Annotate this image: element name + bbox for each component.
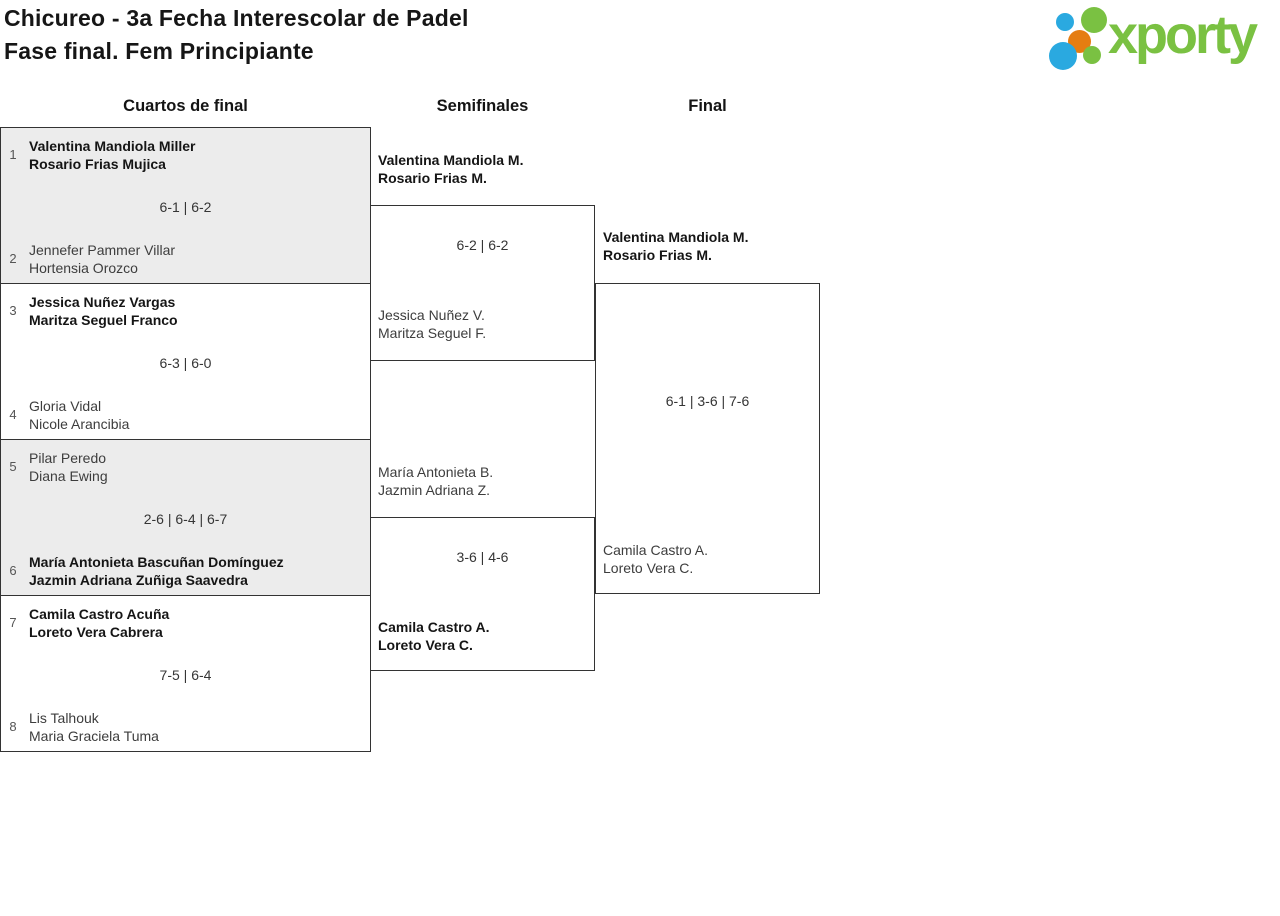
player-name: Rosario Frias Mujica bbox=[29, 156, 166, 172]
match-score: 2-6 | 6-4 | 6-7 bbox=[143, 511, 228, 527]
team-qf2-bottom[interactable]: Gloria Vidal Nicole Arancibia bbox=[29, 397, 129, 433]
seed-number: 2 bbox=[9, 251, 17, 266]
player-name: Jazmin Adriana Zuñiga Saavedra bbox=[29, 572, 248, 588]
player-name: Maritza Seguel F. bbox=[378, 325, 487, 341]
player-name: Diana Ewing bbox=[29, 468, 108, 484]
player-name: María Antonieta B. bbox=[378, 464, 494, 480]
xporty-logo[interactable]: xporty bbox=[1046, 4, 1278, 78]
team-final-bottom[interactable]: Camila Castro A. Loreto Vera C. bbox=[603, 541, 708, 577]
page-title-line2: Fase final. Fem Principiante bbox=[4, 38, 314, 64]
player-name: Pilar Peredo bbox=[29, 450, 107, 466]
player-name: Rosario Frias M. bbox=[378, 170, 487, 186]
logo-wordmark: xporty bbox=[1108, 5, 1258, 65]
match-quarterfinal-4: 7 Camila Castro Acuña Loreto Vera Cabrer… bbox=[0, 595, 371, 752]
player-name: Rosario Frias M. bbox=[603, 247, 712, 263]
round-header-quarterfinals: Cuartos de final bbox=[123, 97, 248, 115]
match-quarterfinal-1: 1 Valentina Mandiola Miller Rosario Fria… bbox=[0, 127, 371, 284]
seed-number: 3 bbox=[9, 303, 17, 318]
player-name: Jazmin Adriana Z. bbox=[378, 482, 491, 498]
team-qf2-top[interactable]: Jessica Nuñez Vargas Maritza Seguel Fran… bbox=[29, 293, 178, 329]
seed-number: 1 bbox=[9, 147, 17, 162]
team-qf3-top[interactable]: Pilar Peredo Diana Ewing bbox=[29, 449, 108, 485]
player-name: Camila Castro A. bbox=[378, 619, 490, 635]
player-name: Nicole Arancibia bbox=[29, 416, 130, 432]
team-sf1-bottom[interactable]: Jessica Nuñez V. Maritza Seguel F. bbox=[378, 306, 486, 342]
player-name: Valentina Mandiola Miller bbox=[29, 138, 196, 154]
logo-dot-icon bbox=[1083, 46, 1101, 64]
seed-number: 6 bbox=[9, 563, 17, 578]
match-score: 6-3 | 6-0 bbox=[159, 355, 212, 371]
match-score: 3-6 | 4-6 bbox=[456, 549, 509, 565]
round-header-semifinals: Semifinales bbox=[436, 97, 529, 115]
seed-number: 7 bbox=[9, 615, 17, 630]
seed-number: 4 bbox=[9, 407, 17, 422]
round-header-final: Final bbox=[688, 97, 727, 115]
team-qf1-top[interactable]: Valentina Mandiola Miller Rosario Frias … bbox=[29, 137, 195, 173]
player-name: Loreto Vera C. bbox=[378, 637, 473, 653]
player-name: Hortensia Orozco bbox=[29, 260, 138, 276]
player-name: Camila Castro Acuña bbox=[29, 606, 170, 622]
player-name: Jennefer Pammer Villar bbox=[29, 242, 176, 258]
logo-dot-icon bbox=[1056, 13, 1074, 31]
player-name: Maritza Seguel Franco bbox=[29, 312, 178, 328]
page-title-line1: Chicureo - 3a Fecha Interescolar de Pade… bbox=[4, 5, 469, 31]
match-quarterfinal-2: 3 Jessica Nuñez Vargas Maritza Seguel Fr… bbox=[0, 283, 371, 440]
player-name: Gloria Vidal bbox=[29, 398, 102, 414]
match-quarterfinal-3: 5 Pilar Peredo Diana Ewing 2-6 | 6-4 | 6… bbox=[0, 439, 371, 596]
match-score: 6-1 | 3-6 | 7-6 bbox=[665, 393, 750, 409]
player-name: María Antonieta Bascuñan Domínguez bbox=[29, 554, 284, 570]
match-score: 6-1 | 6-2 bbox=[159, 199, 212, 215]
logo-dot-icon bbox=[1049, 42, 1077, 70]
page-title: Chicureo - 3a Fecha Interescolar de Pade… bbox=[4, 2, 469, 68]
player-name: Loreto Vera C. bbox=[603, 560, 694, 576]
match-final: Valentina Mandiola M. Rosario Frias M. 6… bbox=[595, 229, 820, 594]
team-sf2-bottom[interactable]: Camila Castro A. Loreto Vera C. bbox=[378, 618, 490, 654]
match-semifinal-2: María Antonieta B. Jazmin Adriana Z. 3-6… bbox=[370, 464, 595, 671]
team-sf2-top[interactable]: María Antonieta B. Jazmin Adriana Z. bbox=[378, 463, 493, 499]
player-name: Camila Castro A. bbox=[603, 542, 709, 558]
logo-dot-icon bbox=[1081, 7, 1107, 33]
seed-number: 5 bbox=[9, 459, 17, 474]
player-name: Loreto Vera Cabrera bbox=[29, 624, 163, 640]
player-name: Jessica Nuñez Vargas bbox=[29, 294, 176, 310]
match-score: 6-2 | 6-2 bbox=[456, 237, 509, 253]
team-sf1-top[interactable]: Valentina Mandiola M. Rosario Frias M. bbox=[378, 151, 523, 187]
team-qf3-bottom[interactable]: María Antonieta Bascuñan Domínguez Jazmi… bbox=[29, 553, 284, 589]
player-name: Jessica Nuñez V. bbox=[378, 307, 485, 323]
player-name: Valentina Mandiola M. bbox=[378, 152, 524, 168]
match-score: 7-5 | 6-4 bbox=[159, 667, 212, 683]
player-name: Maria Graciela Tuma bbox=[29, 728, 159, 744]
team-qf4-top[interactable]: Camila Castro Acuña Loreto Vera Cabrera bbox=[29, 605, 169, 641]
team-qf4-bottom[interactable]: Lis Talhouk Maria Graciela Tuma bbox=[29, 709, 159, 745]
team-qf1-bottom[interactable]: Jennefer Pammer Villar Hortensia Orozco bbox=[29, 241, 175, 277]
player-name: Valentina Mandiola M. bbox=[603, 229, 749, 245]
match-semifinal-1: Valentina Mandiola M. Rosario Frias M. 6… bbox=[370, 152, 595, 361]
seed-number: 8 bbox=[9, 719, 17, 734]
player-name: Lis Talhouk bbox=[29, 710, 99, 726]
team-final-top[interactable]: Valentina Mandiola M. Rosario Frias M. bbox=[603, 228, 748, 264]
